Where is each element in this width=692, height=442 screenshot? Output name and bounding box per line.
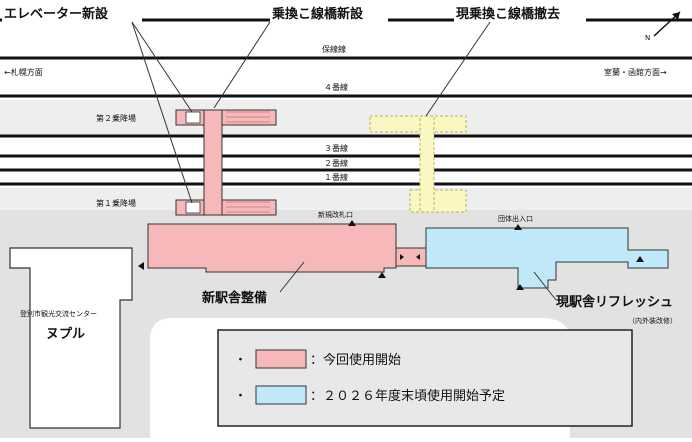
svg-text:４番線: ４番線 xyxy=(324,82,348,92)
svg-text:３番線: ３番線 xyxy=(324,143,348,153)
direction-sapporo: ←札幌方面 xyxy=(4,67,43,77)
legend-swatch-future xyxy=(255,385,307,405)
leader-bridge-new xyxy=(213,21,271,109)
legend-bullet-1: ・ xyxy=(234,353,247,368)
current-station-label: 現駅舎リフレッシュ xyxy=(556,294,673,310)
group-entrance-label: 団体出入口 xyxy=(498,214,533,223)
svg-text:２番線: ２番線 xyxy=(324,158,348,168)
platform-2 xyxy=(0,100,692,136)
svg-text:保線線: 保線線 xyxy=(322,44,346,54)
svg-text:現乗換こ線橋撤去: 現乗換こ線橋撤去 xyxy=(456,6,560,22)
legend-swatch-new xyxy=(255,349,307,369)
tourism-center-nickname: ヌプル xyxy=(46,327,85,342)
new-gate-marker xyxy=(348,220,356,226)
leader-elevator-lower xyxy=(131,21,193,204)
group-entrance-marker xyxy=(514,224,522,230)
svg-text:１番線: １番線 xyxy=(324,172,348,182)
leader-current-station xyxy=(533,271,557,301)
platform-1 xyxy=(0,188,692,210)
legend-box: ・ ：今回使用開始 ・ ：２０２６年度末頃使用開始予定 xyxy=(217,329,633,427)
leader-elevator-upper xyxy=(131,21,193,113)
north-label: N xyxy=(645,34,650,42)
refresh-note-label: （内外装改修） xyxy=(628,316,677,325)
tourism-center-name: 登別市観光交流センター xyxy=(20,309,97,318)
platform-2-label: 第２乗降場 xyxy=(96,113,136,123)
tourism-center-building xyxy=(9,247,133,429)
legend-bullet-2: ・ xyxy=(234,389,247,404)
legend-item-future: ：２０２６年度末頃使用開始予定 xyxy=(310,388,505,404)
leader-bridge-remove xyxy=(425,21,491,117)
direction-muroran-hakodate: 室蘭・函館方面→ xyxy=(604,67,667,77)
new-station-building xyxy=(147,223,397,273)
legend-item-new: ：今回使用開始 xyxy=(310,352,401,368)
new-gate-label: 新規改札口 xyxy=(318,210,353,219)
north-arrow: N xyxy=(645,11,681,42)
current-station-building xyxy=(425,227,669,289)
new-station-label: 新駅舎整備 xyxy=(202,290,267,306)
svg-text:エレベーター新設: エレベーター新設 xyxy=(4,6,109,22)
svg-text:乗換こ線橋新設: 乗換こ線橋新設 xyxy=(271,6,364,22)
platform-1-label: 第１乗降場 xyxy=(96,198,136,208)
new-transfer-bridge xyxy=(175,109,277,216)
leader-new-station xyxy=(279,261,305,293)
existing-bridge-removal xyxy=(369,115,467,213)
